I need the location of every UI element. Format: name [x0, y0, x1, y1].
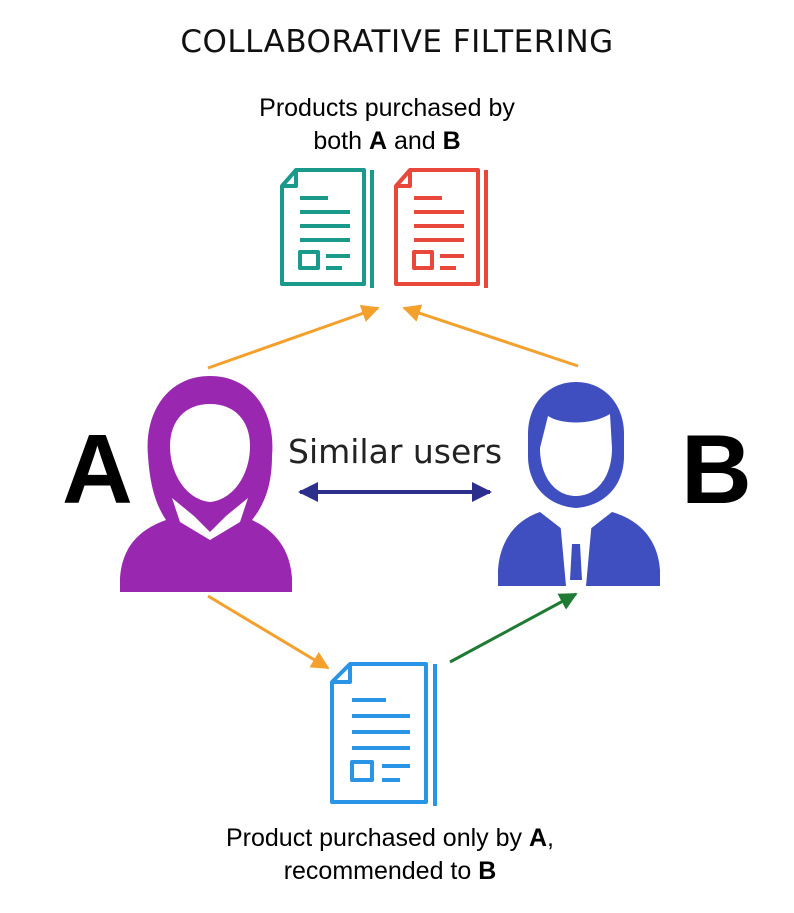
user-b-label: B: [681, 414, 752, 524]
caption-text: and: [387, 127, 443, 155]
recommended-to-user-b-arrow: [449, 592, 578, 664]
shared-products-line1: Products purchased by: [259, 94, 515, 122]
caption-text: recommended to: [283, 857, 479, 885]
shared-product-document-icon: [394, 168, 488, 288]
user-a-to-shared-arrow: [207, 304, 380, 370]
recommended-product-caption: Product purchased only by A, recommended…: [150, 822, 630, 888]
caption-text: Product purchased only by: [226, 824, 529, 852]
user-b-to-shared-arrow: [402, 304, 579, 368]
caption-user-b: B: [478, 857, 497, 885]
caption-text: both: [313, 127, 369, 155]
shared-products-line2: both A and B: [197, 125, 577, 158]
recommended-product-line1: Product purchased only by A,: [150, 822, 630, 855]
caption-text: ,: [547, 824, 554, 852]
similar-users-label: Similar users: [288, 432, 503, 471]
caption-user-a: A: [368, 127, 387, 155]
recommended-product-document-icon: [330, 662, 437, 806]
caption-user-b: B: [442, 127, 461, 155]
user-a-label: A: [62, 414, 133, 524]
shared-products-caption: Products purchased by both A and B: [197, 92, 577, 158]
woman-user-icon: [120, 376, 292, 592]
man-user-icon: [498, 382, 660, 586]
shared-product-document-icon: [280, 168, 374, 288]
diagram-title: COLLABORATIVE FILTERING: [180, 24, 614, 60]
caption-user-a: A: [528, 824, 548, 852]
user-a-to-recommended-arrow: [207, 594, 330, 670]
recommended-product-line2: recommended to B: [150, 855, 630, 888]
